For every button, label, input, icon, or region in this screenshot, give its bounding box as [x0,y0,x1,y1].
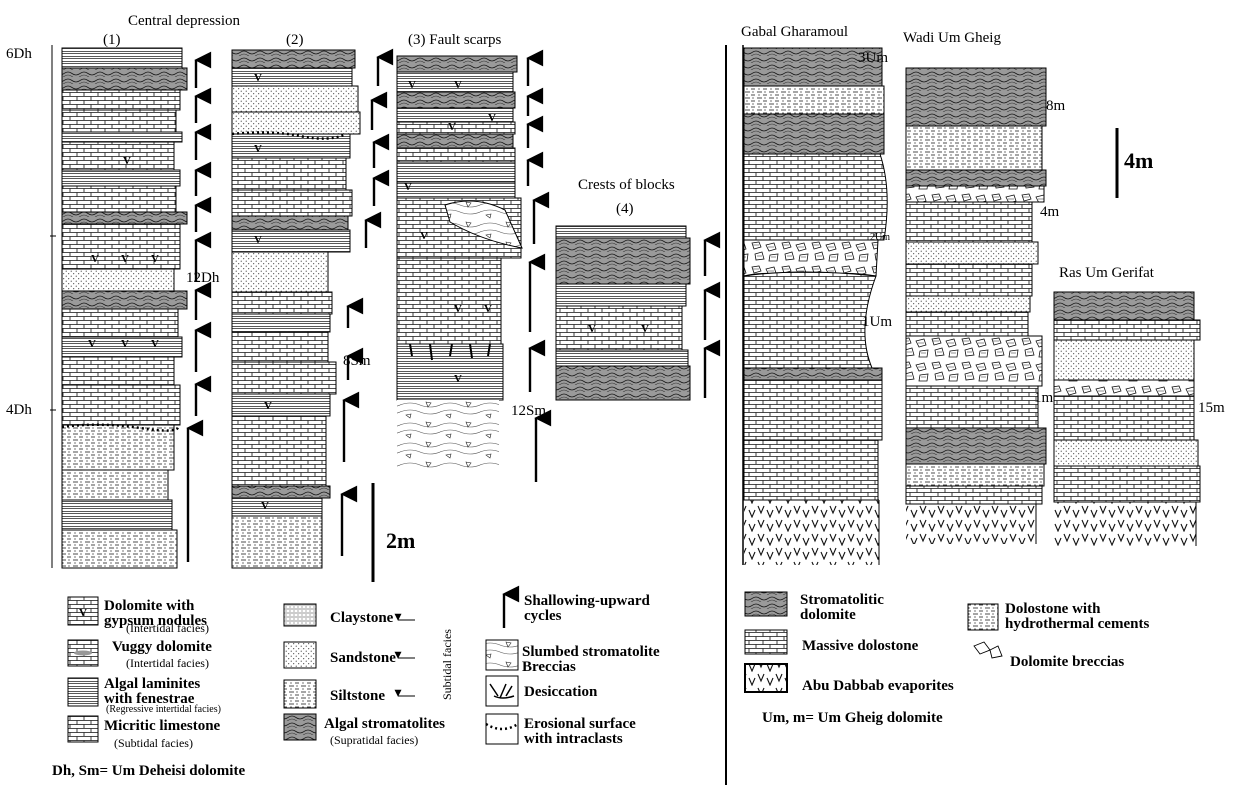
svg-text:V: V [448,121,456,133]
legend-vuggy-dolomite: Vuggy dolomite [112,639,212,655]
svg-text:V: V [404,181,412,193]
svg-text:V: V [261,500,269,512]
svg-text:V: V [123,155,131,167]
svg-text:V: V [420,230,428,242]
column-4-number: (4) [616,201,634,217]
legend-subtidal-facies: Subtidal facies [440,629,454,700]
ras-top-15m: 15m [1198,400,1225,416]
svg-text:V: V [254,72,262,84]
legend-dolomite-breccias: Dolomite breccias [1010,654,1124,670]
column-2-number: (2) [286,32,304,48]
column-ras-um-gerifat [1054,292,1200,546]
svg-text:V: V [488,112,496,124]
legend-algal-laminites-sub: (Regressive intertidal facies) [106,704,221,715]
left-footnote: Dh, Sm= Um Deheisi dolomite [52,763,245,779]
svg-text:V: V [151,253,159,265]
svg-text:V: V [454,373,462,385]
svg-text:V: V [484,303,492,315]
column-2-top-8Sm: 8Sm [343,353,371,369]
svg-text:V: V [454,303,462,315]
svg-text:4m: 4m [1124,148,1153,173]
group-title-central-depression: Central depression [128,13,241,29]
column-1-top-4Dh: 4Dh [6,402,32,418]
svg-text:V: V [588,323,596,335]
legend-claystone: Claystone [330,610,394,626]
column-gabal-gharamoul-title: Gabal Gharamoul [741,24,848,40]
svg-text:V: V [151,338,159,350]
svg-text:V: V [79,607,87,619]
scale-bar-2m: 2m [373,483,415,582]
column-1-number: (1) [103,32,121,48]
svg-text:V: V [91,253,99,265]
gharamoul-top-1Um: 1Um [862,314,892,330]
wadi-top-8m: 8m [1046,98,1066,114]
svg-text:V: V [254,143,262,155]
legend-vuggy-dolomite-sub: (Intertidal facies) [126,656,209,670]
column-gabal-gharamoul [743,45,887,565]
column-ras-um-gerifat-title: Ras Um Gerifat [1059,265,1155,281]
column-wadi-um-gheig [906,68,1046,544]
legend-micritic-limestone-sub: (Subtidal facies) [114,736,193,750]
svg-text:2m: 2m [386,528,415,553]
svg-text:V: V [264,400,272,412]
legend-dolomite-gypsum-sub: (Intertidal facies) [126,621,209,635]
svg-text:V: V [408,79,416,91]
svg-text:V: V [454,79,462,91]
legend-algal-stromatolites-sub: (Supratidal facies) [330,733,418,747]
legend-algal-stromatolites: Algal stromatolites [324,716,445,732]
gharamoul-top-2Um: 2Um [870,232,890,243]
svg-text:V: V [121,253,129,265]
svg-text:V: V [121,338,129,350]
scale-bar-4m: 4m [1117,128,1153,198]
legend-micritic-limestone: Micritic limestone [104,718,221,734]
gharamoul-top-3Um: 3Um [858,50,888,66]
legend-abu-dabbab: Abu Dabbab evaporites [802,678,954,694]
legend-siltstone: Siltstone [330,688,385,704]
legend-massive-dolostone: Massive dolostone [802,638,919,654]
right-footnote: Um, m= Um Gheig dolomite [762,710,943,726]
svg-text:V: V [88,338,96,350]
column-4-title: Crests of blocks [578,177,675,193]
column-1-top-6Dh: 6Dh [6,46,32,62]
column-2: V V V V V [232,50,378,568]
column-3-top-12Sm: 12Sm [511,403,546,419]
legend-sandstone: Sandstone [330,650,396,666]
svg-text:V: V [641,323,649,335]
svg-text:V: V [254,234,262,246]
legend-desiccation: Desiccation [524,684,598,700]
wadi-top-1m: 1m [1034,390,1054,406]
column-1-top-12Dh: 12Dh [186,270,220,286]
column-1: V V V V V V V [52,45,196,568]
column-wadi-um-gheig-title: Wadi Um Gheig [903,30,1001,46]
column-3-title: (3) Fault scarps [408,32,501,48]
wadi-top-4m: 4m [1040,204,1060,220]
